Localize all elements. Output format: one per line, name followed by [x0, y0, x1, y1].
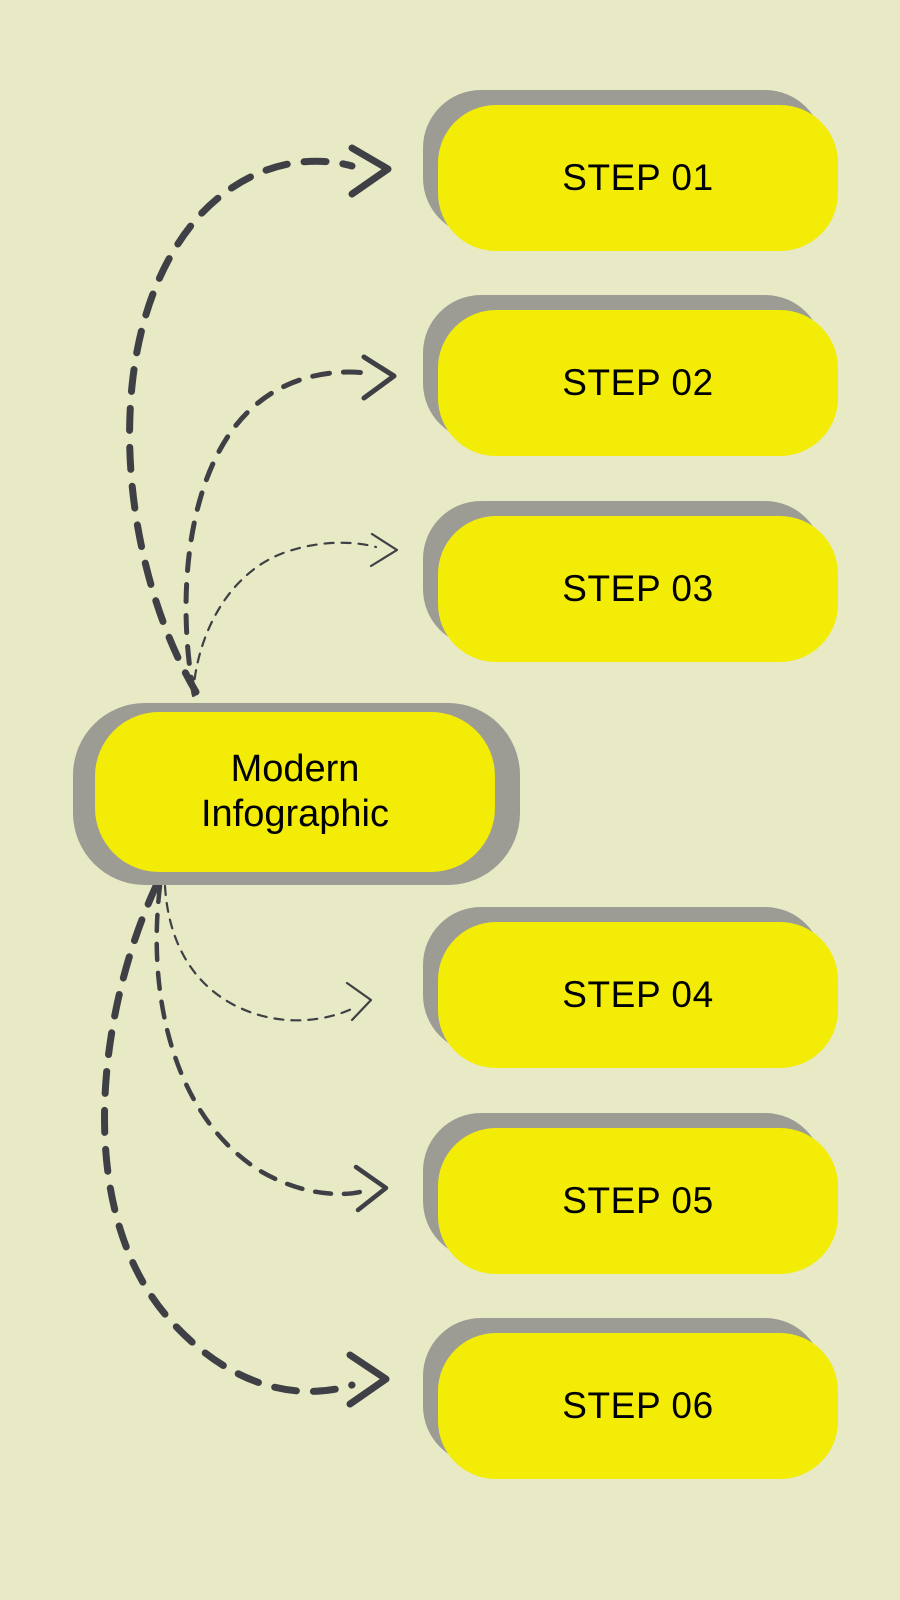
step-face-03[interactable]: STEP 03 — [438, 516, 838, 662]
step-label-01: STEP 01 — [562, 157, 714, 198]
connector-to-step-06 — [101, 880, 390, 1408]
central-title-line-2: Infographic — [200, 793, 389, 835]
central-title-line-1: Modern — [230, 748, 360, 791]
step-label-05: STEP 05 — [562, 1180, 714, 1221]
arrowhead-step-05 — [353, 1164, 389, 1213]
arrowhead-step-06 — [346, 1351, 390, 1408]
connector-to-step-03 — [191, 532, 399, 698]
step-label-03: STEP 03 — [562, 568, 714, 609]
central-node-face[interactable]: Modern Infographic — [95, 712, 495, 872]
connector-line-step-03 — [191, 541, 378, 698]
step-face-06[interactable]: STEP 06 — [438, 1333, 838, 1479]
connector-to-step-04 — [163, 884, 373, 1022]
arrowhead-step-04 — [345, 981, 373, 1022]
step-face-02[interactable]: STEP 02 — [438, 310, 838, 456]
connector-line-step-02 — [183, 369, 369, 697]
connector-line-step-04 — [163, 884, 358, 1022]
step-face-01[interactable]: STEP 01 — [438, 105, 838, 251]
connector-line-step-01 — [126, 157, 356, 696]
arrowhead-step-02 — [361, 354, 397, 401]
arrowhead-step-01 — [348, 144, 392, 198]
step-face-04[interactable]: STEP 04 — [438, 922, 838, 1068]
step-label-02: STEP 02 — [562, 362, 714, 403]
connector-line-step-06 — [101, 880, 356, 1395]
connector-to-step-01 — [126, 144, 392, 696]
step-label-06: STEP 06 — [562, 1385, 714, 1426]
step-face-05[interactable]: STEP 05 — [438, 1128, 838, 1274]
connector-to-step-02 — [183, 354, 397, 697]
connector-line-step-05 — [154, 883, 363, 1197]
connector-to-step-05 — [154, 883, 389, 1213]
central-node[interactable]: Modern Infographic — [73, 703, 520, 885]
arrowhead-step-03 — [369, 532, 399, 568]
step-label-04: STEP 04 — [562, 974, 714, 1015]
